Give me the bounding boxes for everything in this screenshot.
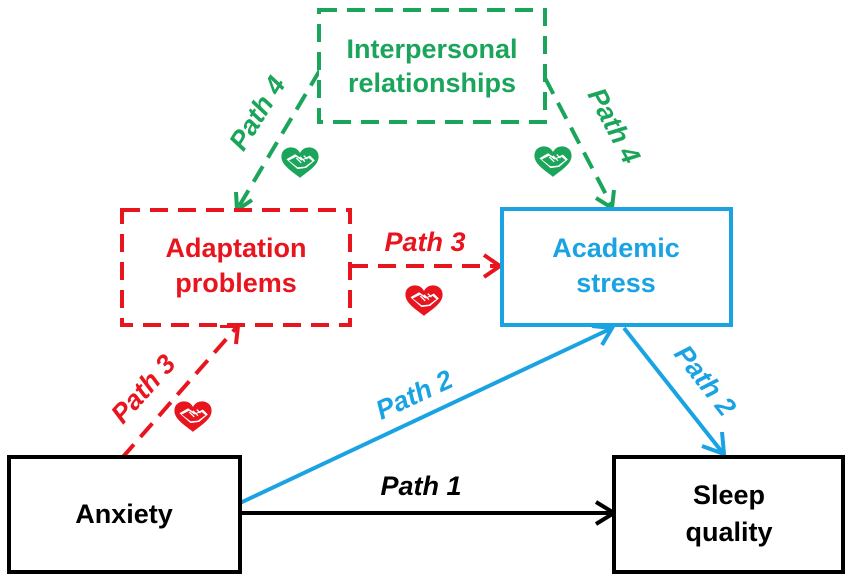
path-2-label-right: Path 2 — [668, 339, 742, 421]
path-1-arrow — [240, 500, 618, 526]
interpersonal-label-line1: Interpersonal — [346, 34, 517, 64]
interpersonal-relationships-box: Interpersonal relationships — [317, 8, 547, 124]
path-3-label-left: Path 3 — [105, 349, 182, 429]
path-2-arrow-right — [622, 326, 727, 457]
adaptation-problems-box: Adaptation problems — [120, 208, 352, 327]
adaptation-label-line1: Adaptation — [166, 233, 307, 263]
heart-hands-icon — [173, 400, 213, 433]
interpersonal-label-line2: relationships — [348, 68, 516, 98]
heart-hands-icon — [533, 145, 573, 178]
sleep-label-line2: quality — [685, 517, 772, 547]
path-3-label-middle: Path 3 — [384, 227, 465, 257]
adaptation-label-line2: problems — [175, 268, 297, 298]
academic-label-line2: stress — [576, 268, 656, 298]
academic-label-line1: Academic — [552, 233, 680, 263]
anxiety-box: Anxiety — [7, 455, 242, 574]
heart-hands-icon — [404, 284, 444, 317]
path-4-label-right: Path 4 — [582, 83, 647, 169]
path-4-label-left: Path 4 — [223, 71, 291, 156]
anxiety-label: Anxiety — [75, 499, 173, 529]
path-3-arrow-middle — [350, 253, 504, 279]
path-2-label-left: Path 2 — [371, 364, 457, 425]
heart-hands-icon — [280, 146, 320, 179]
sleep-label-line1: Sleep — [693, 480, 765, 510]
sleep-quality-box: Sleep quality — [612, 455, 845, 574]
path-1-label: Path 1 — [380, 471, 461, 501]
academic-stress-box: Academic stress — [500, 207, 733, 327]
